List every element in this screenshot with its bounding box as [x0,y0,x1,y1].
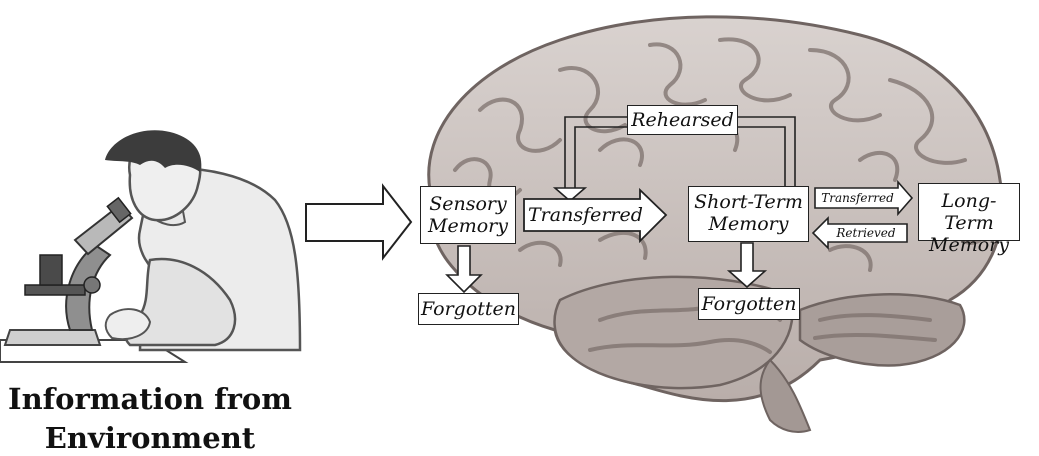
scientist-microscope-illustration [0,130,300,362]
ltm-label-line1: Long-Term [919,190,1019,234]
sensory-memory-box: Sensory Memory [420,186,516,244]
short-term-memory-box: Short-Term Memory [688,186,809,242]
environment-caption-line1: Information from [0,381,300,417]
ltm-label-line2: Memory [919,234,1019,256]
stm-label-line1: Short-Term [689,191,808,213]
stm-forgotten-box: Forgotten [698,288,800,320]
sensory-memory-label-line2: Memory [421,215,515,237]
rehearsed-label: Rehearsed [631,109,734,131]
transferred-small-label: Transferred [815,189,900,207]
retrieved-label: Retrieved [826,225,906,242]
sensory-memory-label-line1: Sensory [421,193,515,215]
sensory-forgotten-box: Forgotten [418,293,519,325]
sensory-forgotten-label: Forgotten [421,298,516,320]
input-arrow [306,186,411,258]
stm-label-line2: Memory [689,213,808,235]
environment-caption-line2: Environment [0,420,300,456]
transferred-main-label: Transferred [528,203,640,227]
long-term-memory-box: Long-Term Memory [918,183,1020,241]
stm-forgotten-label: Forgotten [701,293,796,315]
rehearsed-box: Rehearsed [627,105,738,135]
